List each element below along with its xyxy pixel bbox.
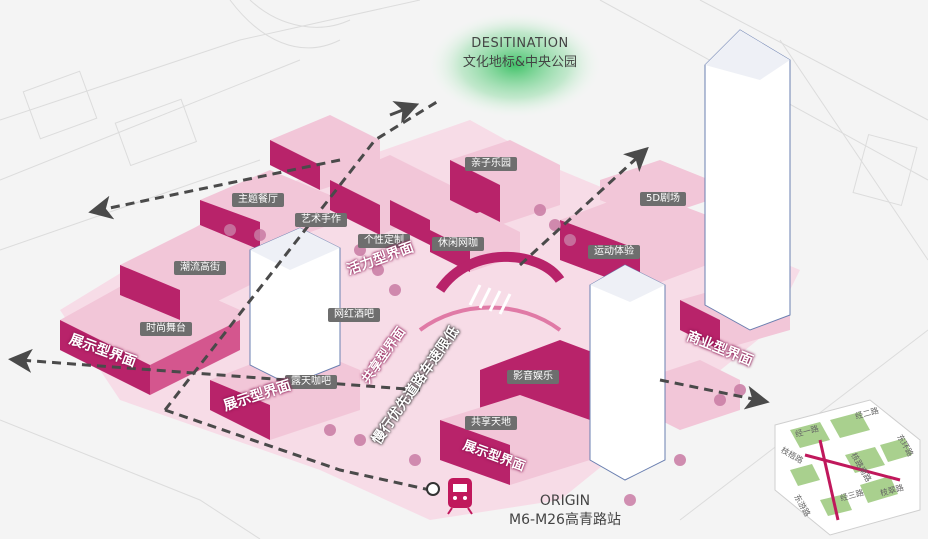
tag-outdoor-cafe: 露天咖吧 bbox=[285, 375, 337, 389]
crosswalk bbox=[468, 284, 512, 315]
tag-sports: 运动体验 bbox=[588, 245, 640, 259]
tag-shared-space: 共享天地 bbox=[465, 416, 517, 430]
arrow-east bbox=[659, 378, 770, 410]
metro-icon bbox=[447, 478, 473, 515]
tower-left bbox=[249, 227, 341, 386]
inset-map bbox=[774, 399, 921, 536]
destination-en: DESITINATION bbox=[471, 36, 569, 51]
tag-art-craft: 艺术手作 bbox=[295, 213, 347, 227]
tag-internet-bar: 网红酒吧 bbox=[328, 308, 380, 322]
tag-trendy-street: 潮流高街 bbox=[174, 261, 226, 275]
origin-en: ORIGIN bbox=[539, 493, 591, 509]
arrow-west bbox=[88, 158, 341, 220]
arrow-southwest bbox=[8, 348, 421, 392]
tower-right-mid bbox=[589, 264, 666, 481]
tag-fashion-stage: 时尚舞台 bbox=[140, 322, 192, 336]
destination-zh: 文化地标&中央公园 bbox=[462, 55, 578, 70]
tag-leisure-cafe: 休闲网咖 bbox=[432, 237, 484, 251]
plaza-ring bbox=[418, 305, 562, 332]
trees bbox=[224, 204, 746, 506]
origin-title: ORIGIN M6-M26高青路站 bbox=[480, 493, 650, 529]
path-origin-loop bbox=[164, 408, 431, 492]
origin-zh: M6-M26高青路站 bbox=[509, 512, 621, 528]
origin-node bbox=[426, 482, 440, 496]
park-glow bbox=[425, 10, 605, 120]
arc-bridge bbox=[435, 251, 565, 293]
arrow-north bbox=[389, 101, 420, 124]
tag-custom: 个性定制 bbox=[358, 234, 410, 248]
tag-5d-cinema: 5D剧场 bbox=[640, 192, 687, 206]
arrow-northeast bbox=[518, 146, 649, 267]
tag-parent-child: 亲子乐园 bbox=[465, 157, 517, 171]
destination-title: DESITINATION 文化地标&中央公园 bbox=[435, 36, 605, 70]
tower-right-tall bbox=[704, 29, 791, 331]
tag-theme-restaurant: 主题餐厅 bbox=[232, 193, 284, 207]
tag-film-entertainment: 影音娱乐 bbox=[507, 370, 559, 384]
